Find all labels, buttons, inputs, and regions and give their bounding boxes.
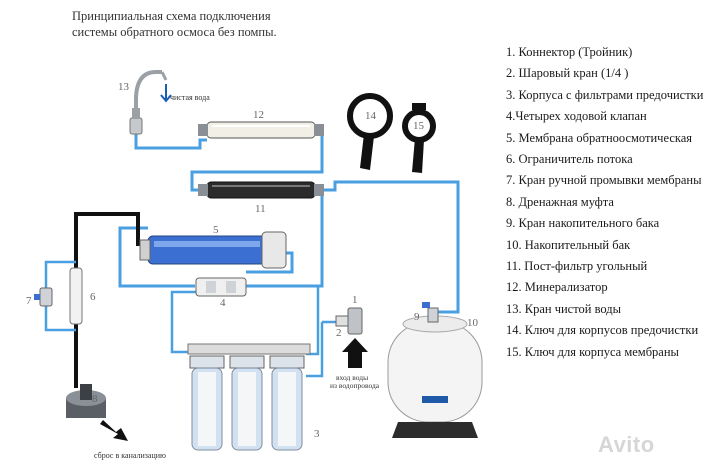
legend-item: 7. Кран ручной промывки мембраны xyxy=(506,173,702,188)
parts-legend: 1. Коннектор (Тройник) 2. Шаровый кран (… xyxy=(506,42,718,363)
post-filter-cartridge xyxy=(198,181,324,199)
flow-restrictor xyxy=(69,267,83,325)
pipe-mineralizer-to-postfilter xyxy=(190,132,324,192)
manual-flush-valve xyxy=(34,287,53,307)
clean-water-arrow-icon xyxy=(160,84,172,103)
callout-5: 5 xyxy=(213,224,219,236)
prefilter-housing-3 xyxy=(269,355,305,451)
pipe-prefilters-to-membrane xyxy=(306,284,320,356)
legend-item: 13. Кран чистой воды xyxy=(506,301,622,316)
legend-item: 8. Дренажная муфта xyxy=(506,194,614,209)
inlet-flow-arrow-icon xyxy=(342,338,368,368)
storage-tank xyxy=(387,315,483,438)
legend-item: 9. Кран накопительного бака xyxy=(506,216,660,231)
pipe-drain xyxy=(74,212,148,388)
callout-10: 10 xyxy=(467,317,479,329)
prefilter-housing-2 xyxy=(229,355,265,451)
avito-watermark-logo: Avito xyxy=(598,432,655,457)
clean-water-faucet xyxy=(129,70,168,135)
callout-11: 11 xyxy=(255,203,266,215)
callout-6: 6 xyxy=(90,291,96,303)
callout-9: 9 xyxy=(414,311,420,323)
inlet-label-line-2: из водопровода xyxy=(330,381,380,390)
legend-item: 4.Четырех ходовой клапан xyxy=(506,109,647,124)
prefilter-wrench-icon xyxy=(347,93,393,170)
tank-valve xyxy=(422,302,439,323)
drain-label: сброс в канализацию xyxy=(94,451,166,460)
drain-saddle xyxy=(66,384,106,418)
four-way-valve xyxy=(195,277,247,297)
callout-14: 14 xyxy=(365,110,377,122)
pipe-valve-to-prefilters xyxy=(170,290,200,354)
ro-membrane-housing xyxy=(139,231,287,269)
membrane-wrench-icon xyxy=(402,103,436,173)
callout-2: 2 xyxy=(336,327,342,339)
prefilter-housing-1 xyxy=(189,355,225,451)
callout-3: 3 xyxy=(314,428,320,440)
legend-item: 10. Накопительный бак xyxy=(506,237,631,252)
legend-item: 15. Ключ для корпуса мембраны xyxy=(506,344,679,359)
diagram-title-line-2: системы обратного осмоса без помпы. xyxy=(72,25,277,39)
drain-flow-arrow-icon xyxy=(100,420,128,441)
callout-1: 1 xyxy=(352,294,358,306)
callout-4: 4 xyxy=(220,297,226,309)
pipe-postfilter-to-tank xyxy=(322,180,460,322)
legend-item: 14. Ключ для корпусов предочистки xyxy=(506,323,699,338)
pipe-valve-to-membrane xyxy=(118,226,195,288)
legend-item: 11. Пост-фильтр угольный xyxy=(506,259,648,274)
pipe-faucet-to-mineralizer xyxy=(134,130,207,150)
legend-item: 12. Минерализатор xyxy=(506,280,608,295)
callout-7: 7 xyxy=(26,295,32,307)
pipe-inlet xyxy=(306,322,324,378)
diagram-title-line-1: Принципиальная схема подключения xyxy=(72,9,271,23)
legend-item: 5. Мембрана обратноосмотическая xyxy=(506,130,693,145)
prefilter-bracket xyxy=(187,343,311,355)
pipe-membrane-clean-out xyxy=(246,251,294,274)
legend-item: 3. Корпуса с фильтрами предочистки xyxy=(506,87,704,102)
mineralizer-cartridge xyxy=(198,121,324,139)
callout-12: 12 xyxy=(253,109,264,121)
callout-13: 13 xyxy=(118,81,130,93)
callout-8: 8 xyxy=(92,393,98,405)
pipe-tee-to-valve xyxy=(246,194,324,288)
legend-item: 6. Ограничитель потока xyxy=(506,152,633,167)
callout-15: 15 xyxy=(413,120,425,132)
legend-item: 2. Шаровый кран (1/4 ) xyxy=(506,66,629,81)
clean-water-label: чистая вода xyxy=(170,93,210,102)
legend-item: 1. Коннектор (Тройник) xyxy=(506,45,633,59)
inlet-ball-valve xyxy=(335,307,363,335)
inlet-label-line-1: вход воды xyxy=(336,373,368,382)
